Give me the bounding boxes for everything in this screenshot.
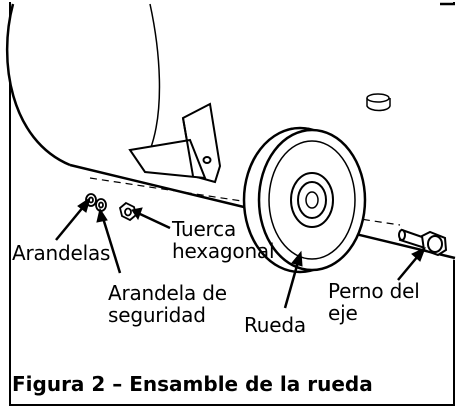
- label-perno-del-eje: Perno del eje: [328, 279, 420, 325]
- wheel-bracket: [128, 102, 222, 184]
- lock-washer: [95, 198, 107, 212]
- label-rueda: Rueda: [244, 313, 306, 337]
- axle-bolt: [398, 228, 448, 257]
- figure-caption: Figura 2 – Ensamble de la rueda: [12, 372, 373, 396]
- leader-arrows: [55, 196, 426, 309]
- label-tuerca-hexagonal: Tuerca hexagonal: [172, 217, 275, 263]
- tank-drain-fitting: [366, 93, 391, 112]
- label-arandela-de-seguridad: Arandela de seguridad: [108, 281, 227, 327]
- hex-nut: [118, 201, 138, 222]
- label-arandelas: Arandelas: [12, 241, 111, 265]
- wheel: [242, 126, 367, 274]
